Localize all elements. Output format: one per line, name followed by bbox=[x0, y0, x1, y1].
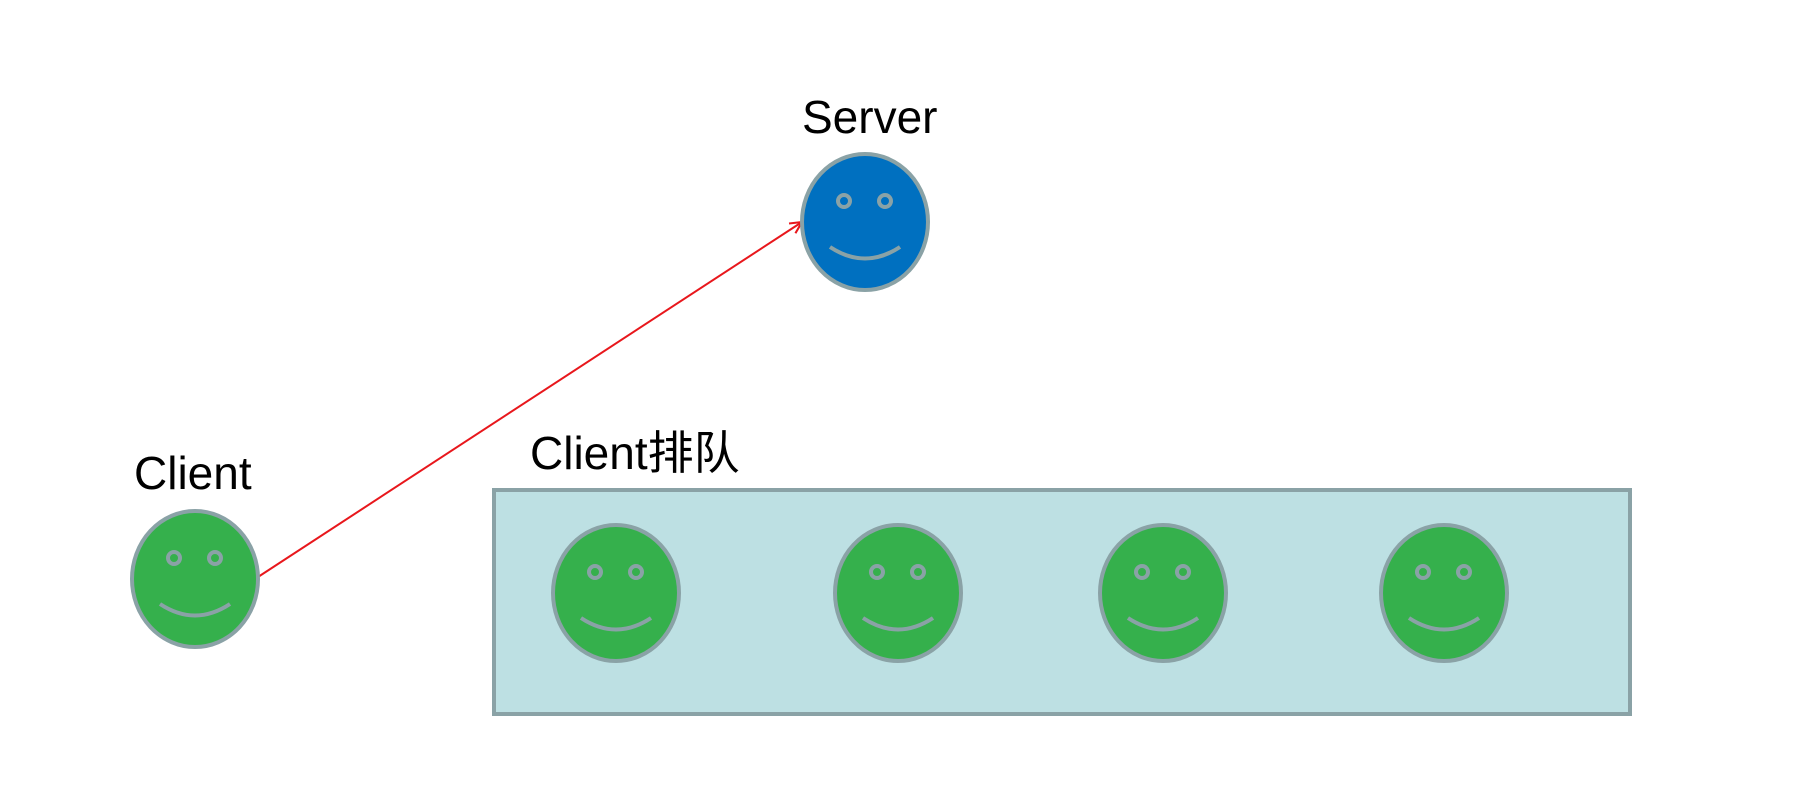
server-smiley-icon bbox=[800, 152, 930, 292]
request-arrow bbox=[257, 222, 802, 578]
client-queue-label: Client排队 bbox=[530, 427, 740, 479]
client-label: Client bbox=[134, 447, 252, 499]
queued-client-smiley-icon bbox=[1379, 523, 1509, 663]
queued-client-smiley-icon bbox=[1098, 523, 1228, 663]
queued-client-smiley-icon bbox=[833, 523, 963, 663]
queued-client-smiley-icon bbox=[551, 523, 681, 663]
client-smiley-icon bbox=[130, 509, 260, 649]
server-label: Server bbox=[802, 91, 937, 143]
